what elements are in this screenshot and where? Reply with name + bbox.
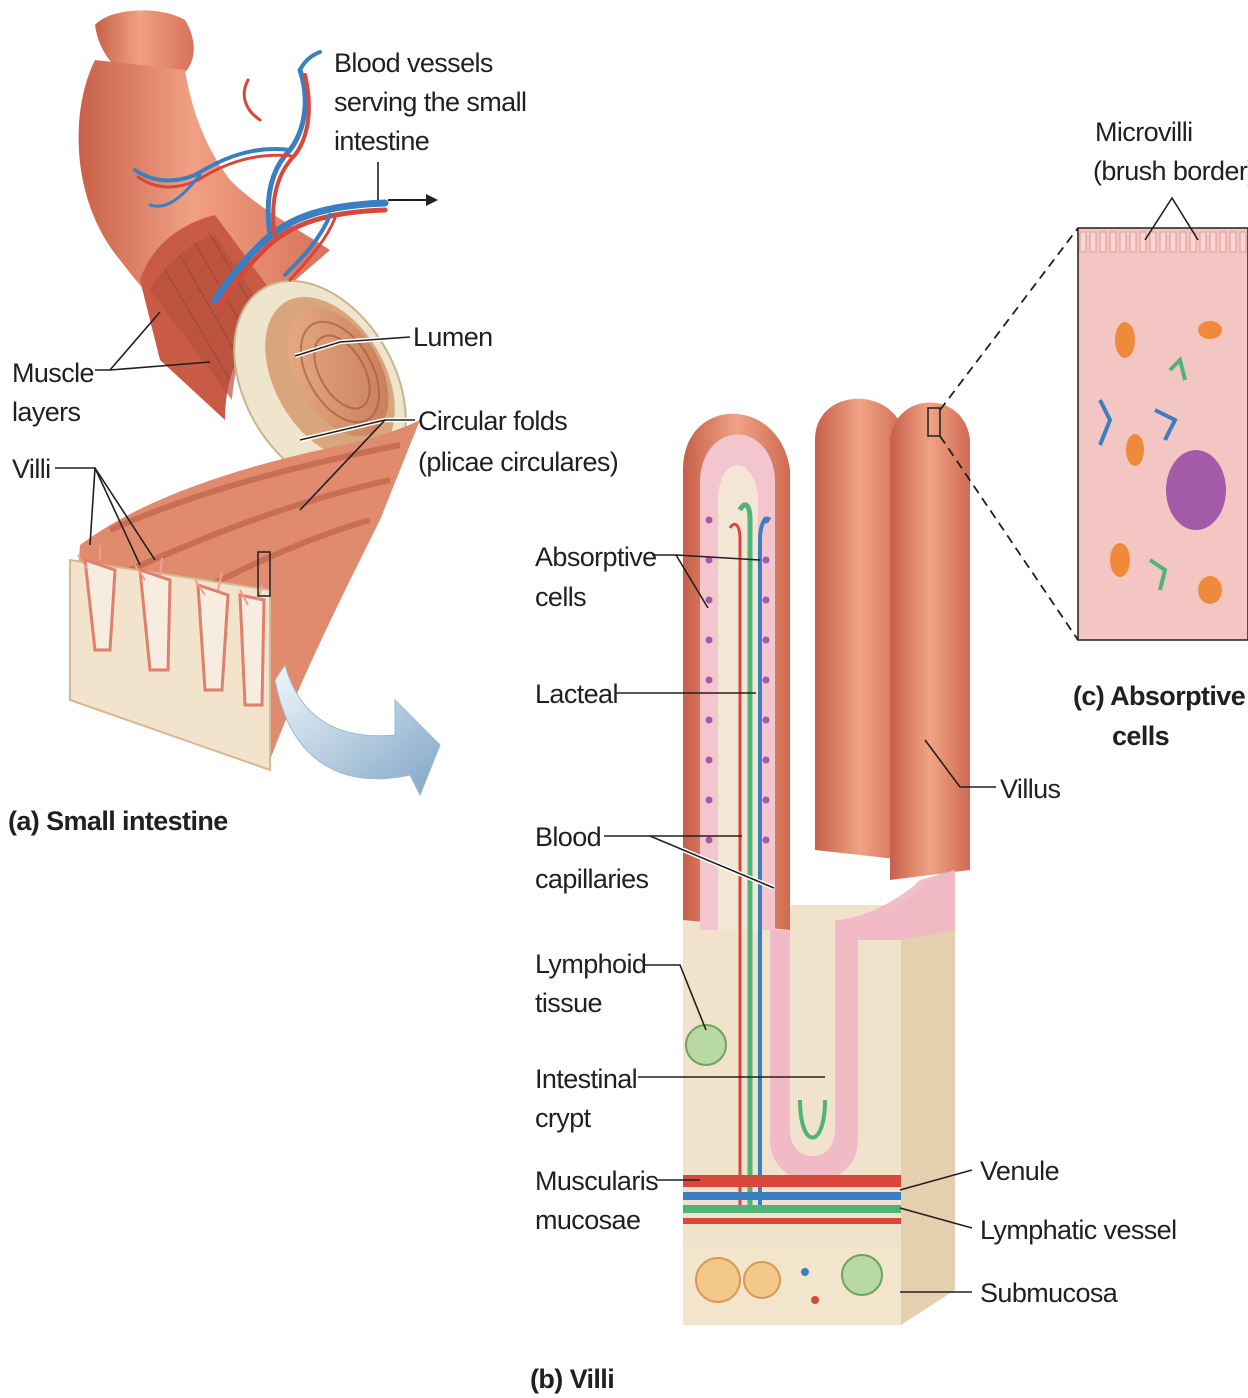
label-blood-vessels-line1: Blood vessels [334,48,493,78]
caption-small-intestine: (a) Small intestine [8,806,228,836]
villi-illustration [683,399,970,1325]
label-intestinal-crypt-line1: Intestinal [535,1064,637,1094]
label-lymphoid-tissue-line2: tissue [535,988,602,1018]
label-submucosa: Submucosa [980,1278,1119,1308]
label-circular-folds-line2: (plicae circulares) [418,447,618,477]
label-muscularis-mucosae-line1: Muscularis [535,1166,658,1196]
caption-absorptive-cells-line2: cells [1112,721,1169,751]
caption-absorptive-cells-line1: (c) Absorptive [1073,681,1246,711]
label-lymphatic-vessel: Lymphatic vessel [980,1215,1177,1245]
label-muscularis-mucosae-line2: mucosae [535,1205,640,1235]
label-muscle-layers-line1: Muscle [12,358,94,388]
label-circular-folds-line1: Circular folds [418,406,567,436]
label-microvilli-line2: (brush border) [1093,156,1248,186]
label-lymphoid-tissue-line1: Lymphoid [535,949,646,979]
label-blood-capillaries-line2: capillaries [535,864,649,894]
label-microvilli-line1: Microvilli [1095,117,1193,147]
absorptive-cells-illustration [940,228,1248,640]
label-absorptive-cells-line2: cells [535,582,586,612]
label-blood-capillaries-line1: Blood [535,822,601,852]
label-absorptive-cells-line1: Absorptive [535,542,657,572]
label-villus: Villus [1000,774,1061,804]
label-blood-vessels-line3: intestine [334,126,429,156]
label-muscle-layers-line2: layers [12,397,81,427]
label-venule: Venule [980,1156,1059,1186]
label-lumen: Lumen [413,322,493,352]
caption-villi: (b) Villi [530,1364,614,1394]
label-lacteal: Lacteal [535,679,618,709]
label-blood-vessels-line2: serving the small [334,87,526,117]
label-intestinal-crypt-line2: crypt [535,1103,592,1133]
label-villi: Villi [12,454,51,484]
